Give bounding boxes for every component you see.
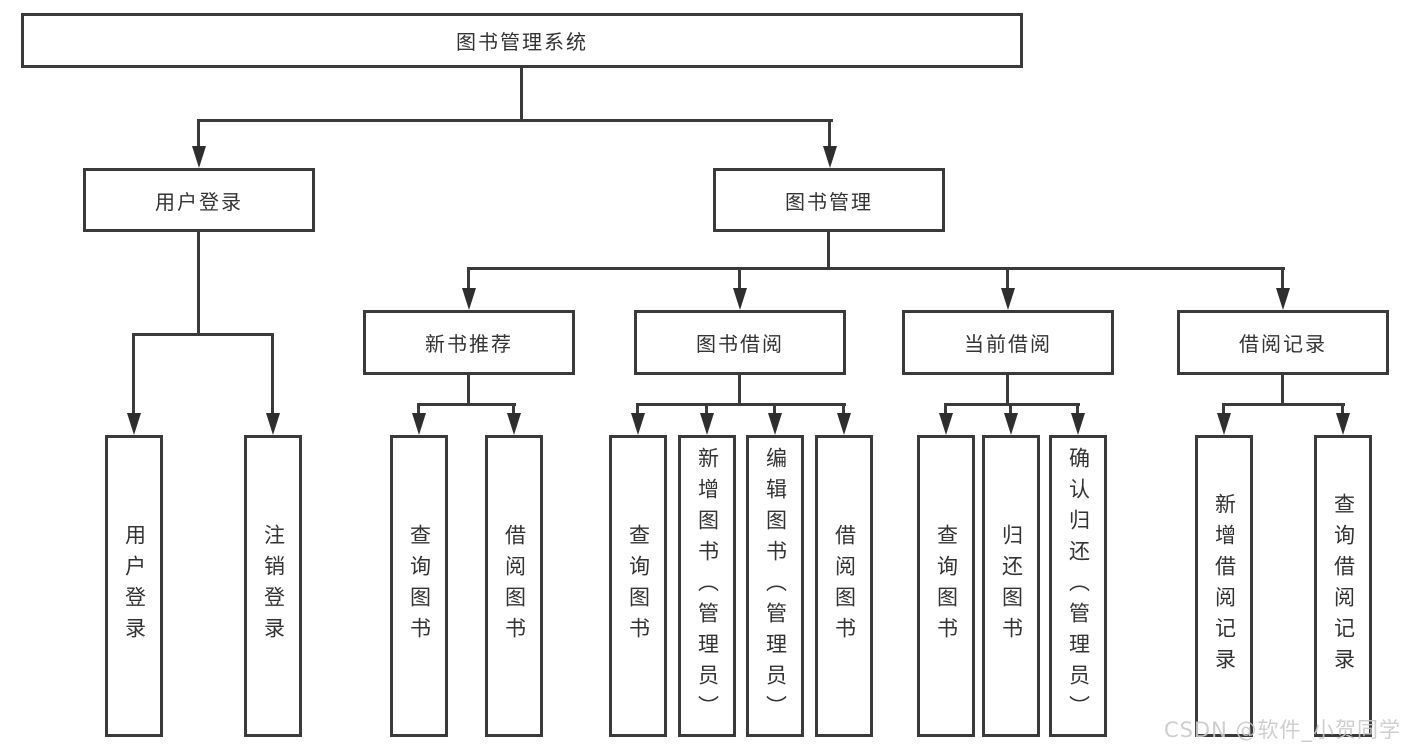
connector-userlogin-stub-2 <box>271 333 274 413</box>
node-new-book-recommendation: 新书推荐 <box>363 310 575 375</box>
arrow-down-icon <box>1004 413 1018 435</box>
arrow-down-icon <box>266 413 280 435</box>
connector-bookmgmt-vline <box>827 232 830 270</box>
connector-bookmgmt-stub-1 <box>467 267 470 291</box>
node-leaf-borrow-books-borrowing: 借阅图书 <box>815 435 873 737</box>
arrow-down-icon <box>837 413 851 435</box>
connector-root-hline <box>197 119 833 122</box>
connector-borrowing-stub-4 <box>842 403 845 415</box>
connector-bookmgmt-stub-2 <box>738 267 741 291</box>
connector-current-hline <box>944 403 1080 406</box>
connector-root-stub-right <box>828 119 831 149</box>
arrow-down-icon <box>631 413 645 435</box>
node-leaf-add-borrow-record: 新增借阅记录 <box>1195 435 1253 737</box>
arrow-down-icon <box>700 413 714 435</box>
node-leaf-query-borrow-record: 查询借阅记录 <box>1314 435 1372 737</box>
node-leaf-add-books-admin: 新增图书（管理员） <box>678 435 736 737</box>
arrow-down-icon <box>768 413 782 435</box>
connector-recommend-stub-1 <box>417 403 420 415</box>
node-leaf-query-books-recommend: 查询图书 <box>390 435 448 737</box>
connector-borrowing-hline <box>636 403 846 406</box>
connector-borrowing-stub-3 <box>773 403 776 415</box>
connector-current-stub-2 <box>1009 403 1012 415</box>
node-current-borrowing: 当前借阅 <box>902 310 1114 375</box>
connector-borrowing-vline <box>738 375 741 406</box>
connector-recommend-vline <box>467 375 470 406</box>
node-borrowing-records: 借阅记录 <box>1177 310 1389 375</box>
arrow-down-icon <box>1276 288 1290 310</box>
connector-records-vline <box>1281 375 1284 406</box>
node-leaf-return-books: 归还图书 <box>982 435 1040 737</box>
connector-userlogin-stub-1 <box>132 333 135 413</box>
node-leaf-edit-books-admin: 编辑图书（管理员） <box>746 435 804 737</box>
connector-records-stub-1 <box>1222 403 1225 415</box>
connector-root-vline <box>520 68 523 122</box>
arrow-down-icon <box>1071 413 1085 435</box>
connector-userlogin-vline <box>197 232 200 336</box>
connector-recommend-stub-2 <box>512 403 515 415</box>
node-leaf-logout-login: 注销登录 <box>244 435 302 737</box>
connector-borrowing-stub-1 <box>636 403 639 415</box>
arrow-down-icon <box>127 413 141 435</box>
connector-userlogin-hline <box>132 333 274 336</box>
node-leaf-confirm-return-admin: 确认归还（管理员） <box>1049 435 1107 737</box>
arrow-down-icon <box>823 146 837 168</box>
connector-records-stub-2 <box>1341 403 1344 415</box>
node-leaf-query-books-current: 查询图书 <box>917 435 975 737</box>
node-book-borrowing: 图书借阅 <box>634 310 846 375</box>
node-user-login: 用户登录 <box>83 168 315 232</box>
connector-current-vline <box>1006 375 1009 406</box>
node-leaf-borrow-books-recommend: 借阅图书 <box>485 435 543 737</box>
arrow-down-icon <box>462 288 476 310</box>
connector-records-hline <box>1222 403 1345 406</box>
arrow-down-icon <box>1336 413 1350 435</box>
node-leaf-query-books-borrowing: 查询图书 <box>609 435 667 737</box>
node-book-management: 图书管理 <box>713 168 945 232</box>
arrow-down-icon <box>192 146 206 168</box>
arrow-down-icon <box>733 288 747 310</box>
arrow-down-icon <box>507 413 521 435</box>
connector-bookmgmt-hline <box>467 267 1285 270</box>
arrow-down-icon <box>1217 413 1231 435</box>
node-library-management-system: 图书管理系统 <box>21 13 1023 68</box>
connector-bookmgmt-stub-4 <box>1281 267 1284 291</box>
node-leaf-user-login: 用户登录 <box>105 435 163 737</box>
connector-bookmgmt-stub-3 <box>1006 267 1009 291</box>
csdn-watermark: CSDN @软件_小贺同学 <box>1163 718 1401 742</box>
connector-borrowing-stub-2 <box>705 403 708 415</box>
arrow-down-icon <box>939 413 953 435</box>
arrow-down-icon <box>412 413 426 435</box>
connector-current-stub-3 <box>1076 403 1079 415</box>
connector-recommend-hline <box>417 403 516 406</box>
connector-current-stub-1 <box>944 403 947 415</box>
arrow-down-icon <box>1001 288 1015 310</box>
connector-root-stub-left <box>197 119 200 149</box>
